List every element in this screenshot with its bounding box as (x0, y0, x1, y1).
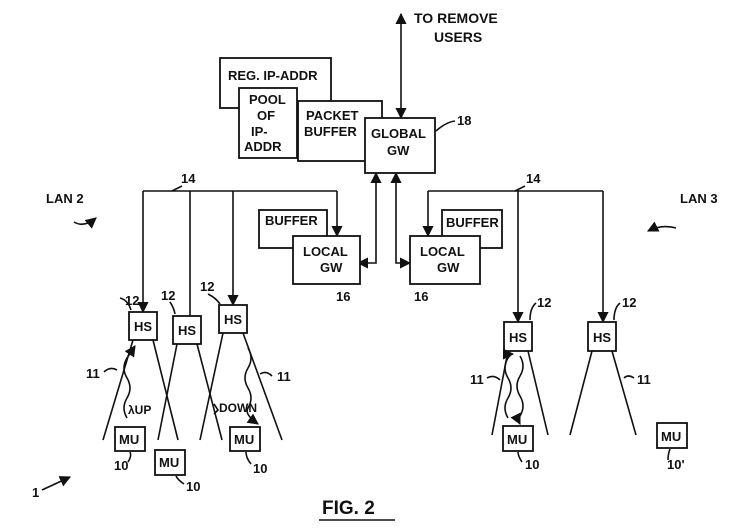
hs-label-4: HS (509, 330, 527, 345)
mu-label-3: MU (234, 432, 254, 447)
leader-10-mu2 (176, 476, 184, 484)
label-10-mu3: 10 (253, 461, 267, 476)
mu-label-1: MU (119, 432, 139, 447)
pool-line4: ADDR (244, 139, 282, 154)
hs-label-1: HS (134, 319, 152, 334)
label-12-hs2: 12 (161, 288, 175, 303)
reg-ip-addr-label: REG. IP-ADDR (228, 68, 318, 83)
mu-label-4: MU (507, 432, 527, 447)
label-1: 1 (32, 485, 39, 500)
leader-10-mu3 (246, 452, 251, 464)
leader-10-mu4 (518, 452, 522, 462)
lan3-arrow (648, 227, 676, 231)
right-uplink-wave (505, 354, 513, 418)
leader-11-mid (260, 372, 272, 376)
label-11-right1: 11 (470, 372, 484, 387)
label-10-mu1: 10 (114, 458, 128, 473)
top-note-line1: TO REMOVE (414, 10, 498, 26)
leader-12-hs3 (208, 294, 220, 304)
figure-caption: FIG. 2 (322, 498, 375, 519)
label-10-prime: 10' (667, 457, 685, 472)
lan2-arrow (74, 218, 96, 224)
buffer-label-right: BUFFER (446, 215, 499, 230)
cone-3-left-edge (200, 333, 223, 440)
label-16-right: 16 (414, 289, 428, 304)
cone-4-right-edge (528, 351, 548, 435)
cone-5-right-edge (612, 351, 636, 435)
hs-label-3: HS (224, 312, 242, 327)
local-gw-right-line2: GW (437, 260, 460, 275)
leader-11-right2 (624, 376, 634, 378)
label-12-hs5: 12 (622, 295, 636, 310)
leader-11-right1 (487, 376, 500, 380)
local-gw-left-line2: GW (320, 260, 343, 275)
local-gw-left-line1: LOCAL (303, 244, 348, 259)
hs-label-5: HS (593, 330, 611, 345)
label-11-mid: 11 (277, 369, 291, 384)
packet-buffer-line1: PACKET (306, 108, 359, 123)
label-11-left: 11 (86, 366, 100, 381)
pool-line3: IP- (251, 124, 268, 139)
leader-11-left (104, 368, 117, 372)
label-10-mu2: 10 (186, 479, 200, 494)
global-gw-line2: GW (387, 143, 410, 158)
leader-12-hs2 (170, 302, 175, 314)
leader-18 (436, 121, 455, 131)
mu-label-5: MU (661, 429, 681, 444)
label-12-hs1: 12 (125, 293, 139, 308)
label-12-hs4: 12 (537, 295, 551, 310)
label-18: 18 (457, 113, 471, 128)
label-12-hs3: 12 (200, 279, 214, 294)
leader-12-hs4 (530, 303, 536, 320)
local-gw-right-line1: LOCAL (420, 244, 465, 259)
mu-label-2: MU (159, 455, 179, 470)
label-11-right2: 11 (637, 372, 651, 387)
label-14-right: 14 (526, 171, 541, 186)
top-note-line2: USERS (434, 29, 482, 45)
buffer-label-left: BUFFER (265, 213, 318, 228)
lan3-label: LAN 3 (680, 191, 718, 206)
cone-5-left-edge (570, 351, 592, 435)
uplink-label: λUP (128, 403, 151, 417)
leader-10-mu1 (128, 452, 131, 462)
pool-line1: POOL (249, 92, 286, 107)
label-10-mu4: 10 (525, 457, 539, 472)
leader-12-hs5 (614, 303, 620, 320)
right-downlink-wave (517, 356, 523, 424)
packet-buffer-line2: BUFFER (304, 124, 357, 139)
global-gw-line1: GLOBAL (371, 126, 426, 141)
label-16-left: 16 (336, 289, 350, 304)
label-1-arrow (42, 477, 70, 490)
label-14-left: 14 (181, 171, 196, 186)
downlink-label: DOWN (219, 401, 257, 415)
hs-label-2: HS (178, 323, 196, 338)
global-to-right-local-link (396, 173, 410, 263)
pool-line2: OF (257, 108, 275, 123)
lan2-label: LAN 2 (46, 191, 84, 206)
